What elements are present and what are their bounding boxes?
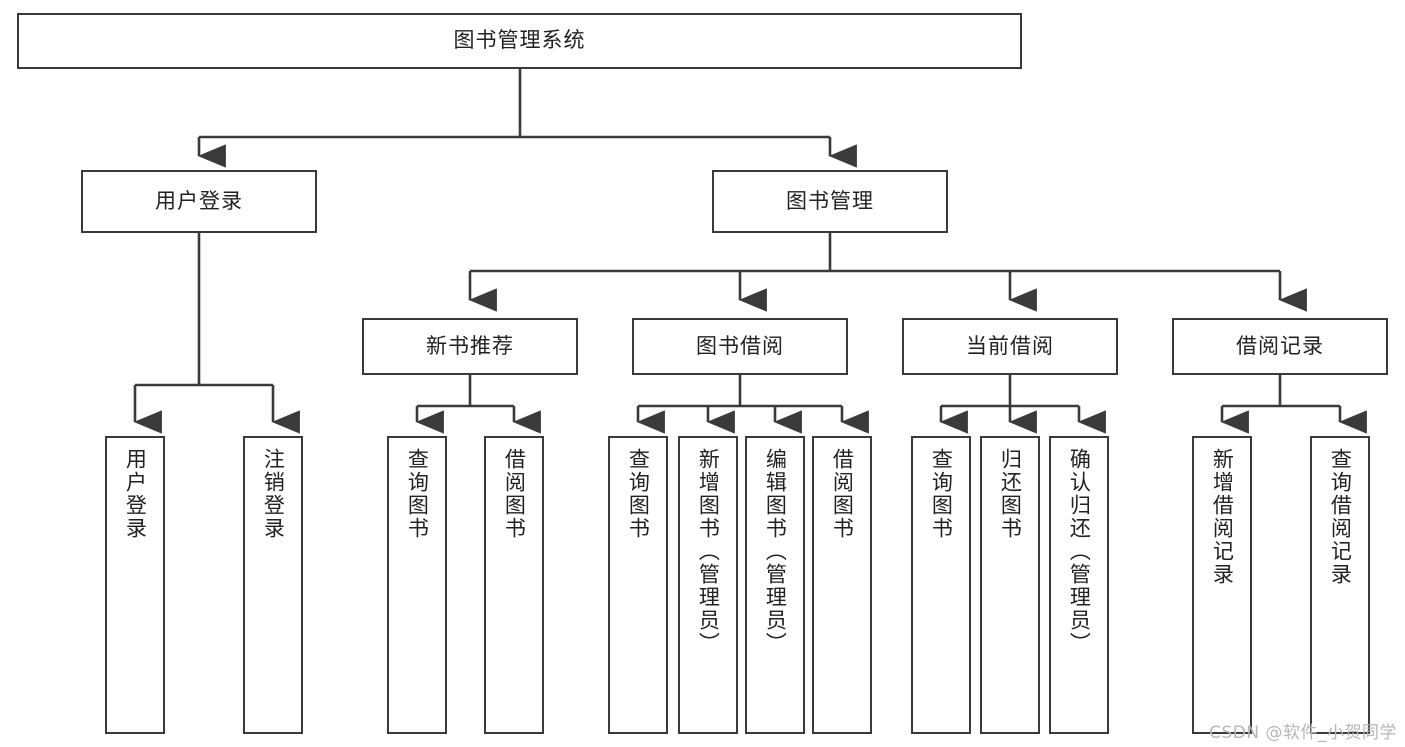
node-leaf-confirm-return-admin[interactable]: 确认归还（管理员）	[1049, 436, 1109, 734]
node-label: 新增借阅记录	[1210, 448, 1235, 586]
node-root-book-management-system[interactable]: 图书管理系统	[17, 13, 1022, 69]
node-label: 归还图书	[998, 448, 1023, 540]
node-label: 编辑图书（管理员）	[763, 448, 788, 655]
node-book-borrow[interactable]: 图书借阅	[632, 318, 848, 375]
node-new-book-recommend[interactable]: 新书推荐	[362, 318, 578, 375]
node-leaf-borrow-book-borrow[interactable]: 借阅图书	[812, 436, 872, 734]
node-leaf-query-borrow-record[interactable]: 查询借阅记录	[1310, 436, 1370, 734]
node-leaf-query-book-borrow[interactable]: 查询图书	[608, 436, 668, 734]
node-leaf-user-login[interactable]: 用户登录	[105, 436, 165, 734]
node-label: 用户登录	[123, 448, 148, 540]
node-label: 确认归还（管理员）	[1067, 448, 1092, 655]
node-label: 用户登录	[155, 188, 243, 213]
node-leaf-borrow-book-recommend[interactable]: 借阅图书	[484, 436, 544, 734]
node-leaf-return-book[interactable]: 归还图书	[980, 436, 1040, 734]
node-label: 新书推荐	[426, 333, 514, 358]
node-leaf-query-book-current[interactable]: 查询图书	[911, 436, 971, 734]
node-leaf-query-book-recommend[interactable]: 查询图书	[387, 436, 447, 734]
node-label: 借阅图书	[502, 448, 527, 540]
node-label: 图书管理	[786, 188, 874, 213]
node-label: 新增图书（管理员）	[696, 448, 721, 655]
node-leaf-add-book-admin[interactable]: 新增图书（管理员）	[678, 436, 738, 734]
node-label: 借阅图书	[830, 448, 855, 540]
node-label: 查询图书	[405, 448, 430, 540]
node-borrow-record[interactable]: 借阅记录	[1172, 318, 1388, 375]
node-label: 注销登录	[261, 448, 286, 540]
node-label: 当前借阅	[966, 333, 1054, 358]
node-leaf-edit-book-admin[interactable]: 编辑图书（管理员）	[745, 436, 805, 734]
node-label: 查询图书	[929, 448, 954, 540]
node-label: 图书借阅	[696, 333, 784, 358]
node-book-management[interactable]: 图书管理	[712, 170, 948, 233]
node-label: 查询借阅记录	[1328, 448, 1353, 586]
node-current-borrow[interactable]: 当前借阅	[902, 318, 1118, 375]
node-leaf-add-borrow-record[interactable]: 新增借阅记录	[1192, 436, 1252, 734]
node-label: 借阅记录	[1236, 333, 1324, 358]
node-label: 查询图书	[626, 448, 651, 540]
node-leaf-logout-login[interactable]: 注销登录	[243, 436, 303, 734]
node-label: 图书管理系统	[453, 28, 586, 53]
csdn-watermark: CSDN @软件_小贺同学	[1209, 723, 1397, 743]
node-user-login[interactable]: 用户登录	[81, 170, 317, 233]
